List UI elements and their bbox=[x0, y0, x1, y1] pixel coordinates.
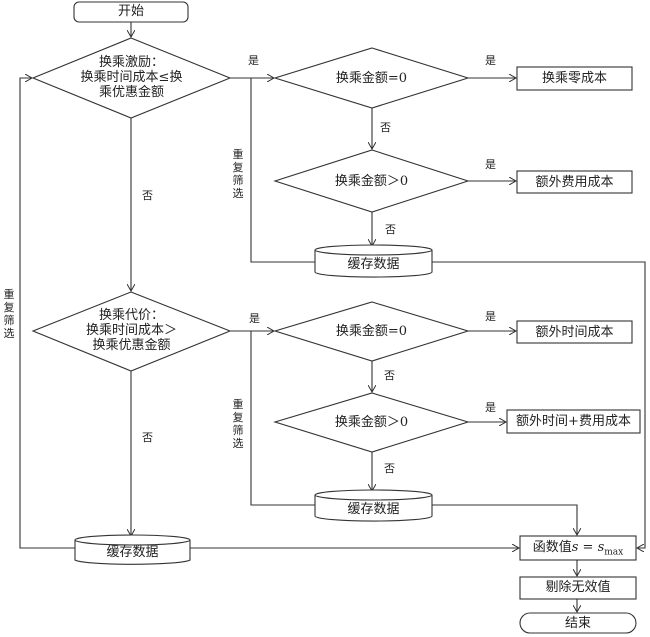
function-value-var: s bbox=[571, 540, 579, 555]
box-function-value bbox=[519, 535, 637, 561]
decision-incentive-line: 换乘激励： bbox=[98, 55, 164, 70]
repeat-filter-char: 复 bbox=[232, 411, 244, 424]
function-value-var2: s bbox=[597, 540, 605, 555]
yes-label: 是 bbox=[249, 312, 260, 325]
repeat-filter-char: 选 bbox=[3, 327, 15, 340]
cache-lower-cylinder bbox=[314, 489, 433, 522]
lower-result-positive-label: 额外时间+费用成本 bbox=[516, 414, 631, 429]
decision-cost-line: 换乘优惠金额 bbox=[92, 338, 171, 353]
box-lower-result-positive bbox=[506, 409, 641, 434]
no-label: 否 bbox=[380, 121, 391, 134]
upper-result-zero-label: 换乘零成本 bbox=[541, 71, 607, 86]
upper-result-positive-label: 额外费用成本 bbox=[535, 175, 614, 190]
yes-label: 是 bbox=[485, 401, 496, 414]
function-value-sub: max bbox=[604, 547, 624, 558]
box-lower-result-zero bbox=[516, 320, 633, 344]
repeat-filter-char: 筛 bbox=[232, 424, 244, 437]
decision-cost-line: 换乘代价： bbox=[98, 308, 164, 323]
lower-repeat-filter-label: 重 复 筛 选 bbox=[231, 398, 245, 450]
repeat-filter-char: 重 bbox=[232, 398, 244, 411]
upper-cache-label: 缓存数据 bbox=[347, 257, 400, 272]
yes-label: 是 bbox=[485, 158, 496, 171]
repeat-filter-char: 选 bbox=[232, 437, 244, 450]
repeat-filter-char: 选 bbox=[232, 187, 244, 200]
function-value-prefix: 函数值 bbox=[532, 540, 572, 555]
start-label: 开始 bbox=[117, 4, 144, 19]
function-value-eq: = bbox=[578, 540, 598, 555]
line-lower-repeat-filter bbox=[250, 331, 315, 506]
arrow-upper-cache-to-function bbox=[432, 261, 646, 548]
no-label: 否 bbox=[142, 431, 153, 444]
line-left-repeat-filter bbox=[19, 78, 75, 549]
repeat-filter-char: 重 bbox=[3, 288, 15, 301]
no-label: 否 bbox=[385, 223, 396, 236]
no-label: 否 bbox=[384, 462, 395, 475]
cache-upper-cylinder bbox=[314, 244, 433, 278]
upper-amount-positive-label: 换乘金额＞0 bbox=[334, 174, 409, 189]
box-upper-result-zero bbox=[516, 66, 633, 91]
end-label: 结束 bbox=[564, 616, 591, 631]
decision-incentive-line: 换乘时间成本≤换 bbox=[80, 70, 183, 85]
upper-repeat-filter-label: 重 复 筛 选 bbox=[231, 148, 245, 200]
upper-amount-zero-label: 换乘金额=0 bbox=[335, 71, 408, 86]
line-upper-repeat-filter bbox=[250, 78, 315, 263]
lower-result-zero-label: 额外时间成本 bbox=[535, 325, 614, 340]
decision-incentive-line: 乘优惠金额 bbox=[98, 85, 164, 100]
yes-label: 是 bbox=[248, 54, 259, 67]
repeat-filter-char: 筛 bbox=[232, 174, 244, 187]
arrow-lower-cache-to-function bbox=[432, 504, 577, 535]
cache-left-cylinder bbox=[74, 534, 191, 565]
no-label: 否 bbox=[384, 369, 395, 382]
left-cache-label: 缓存数据 bbox=[106, 545, 159, 560]
decision-cost-line: 换乘时间成本＞ bbox=[85, 323, 177, 338]
function-value-label: 函数值s = smax bbox=[520, 540, 636, 561]
repeat-filter-char: 重 bbox=[232, 148, 244, 161]
yes-label: 是 bbox=[485, 310, 496, 323]
repeat-filter-char: 复 bbox=[232, 161, 244, 174]
no-label: 否 bbox=[142, 189, 153, 202]
box-remove-invalid bbox=[519, 576, 637, 600]
repeat-filter-char: 复 bbox=[3, 301, 15, 314]
lower-amount-positive-label: 换乘金额＞0 bbox=[334, 415, 409, 430]
repeat-filter-char: 筛 bbox=[3, 314, 15, 327]
decision-cost-text: 换乘代价： 换乘时间成本＞ 换乘优惠金额 bbox=[33, 308, 230, 353]
box-upper-result-positive bbox=[516, 170, 633, 194]
lower-amount-zero-label: 换乘金额=0 bbox=[335, 324, 408, 339]
remove-invalid-label: 剔除无效值 bbox=[545, 580, 611, 595]
left-repeat-filter-label: 重 复 筛 选 bbox=[2, 288, 16, 340]
lower-cache-label: 缓存数据 bbox=[347, 502, 400, 517]
end-terminal bbox=[519, 612, 637, 634]
decision-incentive-text: 换乘激励： 换乘时间成本≤换 乘优惠金额 bbox=[33, 55, 230, 100]
yes-label: 是 bbox=[485, 54, 496, 67]
